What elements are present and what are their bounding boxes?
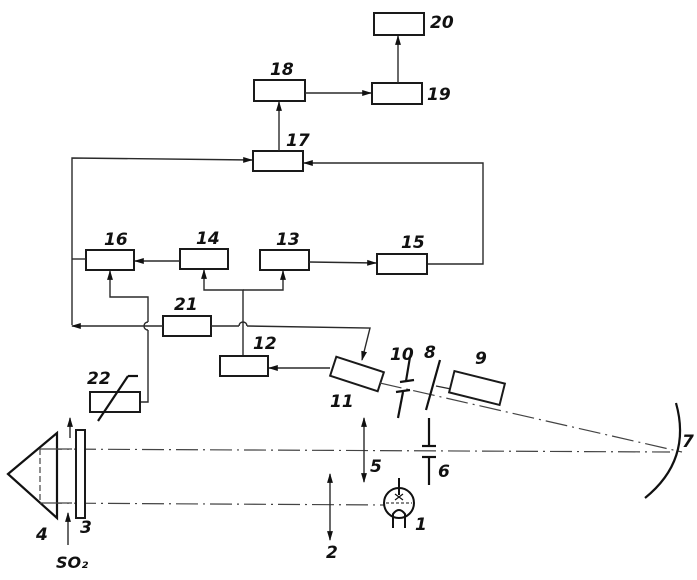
block-19 bbox=[371, 82, 423, 105]
block-14 bbox=[179, 248, 229, 270]
wire-12-13 bbox=[243, 270, 286, 291]
label-14: 14 bbox=[196, 229, 220, 249]
beam-axis-upper bbox=[39, 448, 671, 453]
label-7: 7 bbox=[682, 432, 694, 452]
label-22: 22 bbox=[87, 369, 111, 389]
prism-4 bbox=[6, 430, 72, 521]
wire-22-16 bbox=[140, 330, 149, 403]
wire-bus-17 bbox=[71, 156, 253, 325]
beam-axis-lower bbox=[39, 502, 386, 506]
label-12: 12 bbox=[253, 334, 277, 354]
photodetector-11 bbox=[328, 355, 386, 393]
lamp-1 bbox=[383, 478, 415, 528]
wire-13-15 bbox=[308, 259, 377, 266]
block-16 bbox=[85, 249, 135, 271]
label-10: 10 bbox=[390, 345, 414, 365]
label-5: 5 bbox=[370, 457, 382, 477]
variable-slash-22 bbox=[97, 375, 129, 422]
label-20: 20 bbox=[430, 13, 454, 33]
block-20 bbox=[373, 12, 425, 36]
diaphragm-6 bbox=[422, 418, 436, 485]
gas-label-so2: SO₂ bbox=[56, 553, 88, 572]
label-11: 11 bbox=[330, 392, 354, 412]
concave-mirror-7 bbox=[644, 402, 682, 499]
block-13 bbox=[259, 249, 310, 271]
motor-9 bbox=[447, 369, 507, 407]
block-12 bbox=[219, 355, 269, 377]
label-3: 3 bbox=[80, 518, 92, 538]
label-19: 19 bbox=[427, 85, 451, 105]
label-16: 16 bbox=[104, 230, 128, 250]
beam-upper bbox=[379, 382, 683, 453]
label-18: 18 bbox=[270, 60, 294, 80]
label-9: 9 bbox=[475, 349, 487, 369]
wire-15-17 bbox=[303, 160, 484, 265]
block-15 bbox=[376, 253, 428, 275]
label-4: 4 bbox=[35, 525, 48, 545]
modulator-disk-8 bbox=[424, 359, 442, 411]
shaft-8-9 bbox=[435, 385, 452, 390]
block-17 bbox=[252, 150, 304, 172]
label-1: 1 bbox=[415, 515, 427, 535]
block-21 bbox=[162, 315, 212, 337]
label-17: 17 bbox=[286, 131, 310, 151]
label-2: 2 bbox=[326, 543, 338, 563]
label-8: 8 bbox=[424, 343, 436, 363]
wire-21-11-b bbox=[246, 325, 371, 361]
label-15: 15 bbox=[401, 233, 425, 253]
slit-diaphragm-10 bbox=[395, 356, 415, 419]
window-plate-3 bbox=[75, 429, 86, 519]
wire-22-16-upper bbox=[107, 270, 149, 322]
wire-12-14 bbox=[201, 269, 244, 355]
label-21: 21 bbox=[174, 295, 198, 315]
block-22 bbox=[89, 391, 141, 413]
label-6: 6 bbox=[438, 462, 450, 482]
block-18 bbox=[253, 79, 306, 102]
wire-crossing-hop-right bbox=[238, 321, 248, 327]
label-13: 13 bbox=[276, 230, 300, 250]
